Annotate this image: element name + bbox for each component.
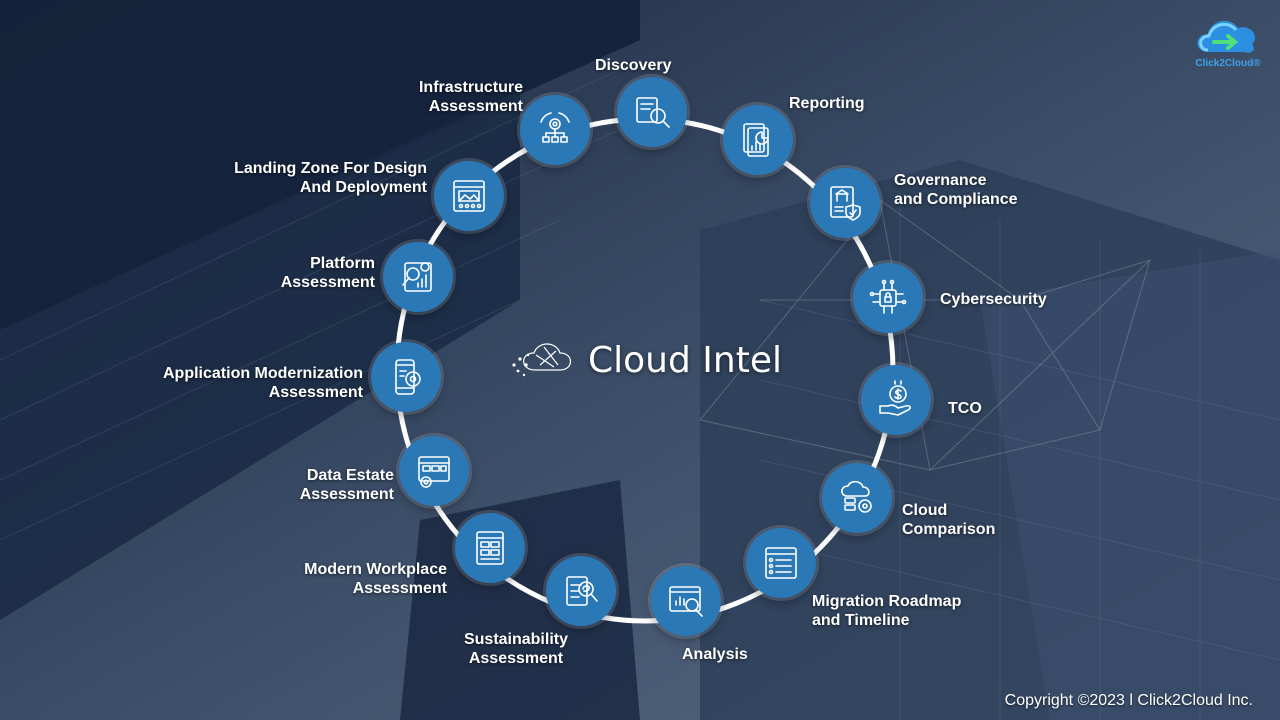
label-line: Landing Zone For Design [234,160,427,177]
copyright-text: Copyright ©2023 l Click2Cloud Inc. [1004,692,1253,709]
label-line: Cybersecurity [940,291,1047,308]
cloud-intel-title: Cloud Intel [510,335,782,385]
label-line: Cloud [902,502,948,519]
cloud-intel-logo-icon [512,343,572,377]
node-data-estate [399,436,469,506]
node-platform [383,242,453,312]
platform-icon [402,262,432,292]
governance-icon [830,186,861,221]
infrastructure-icon [540,112,570,143]
discovery-icon [636,97,670,128]
label-line: Governance [894,172,987,189]
node-migration-roadmap [746,528,816,598]
label-cybersecurity: Cybersecurity [940,290,1047,309]
node-tco [861,365,931,435]
node-modern-workplace [455,513,525,583]
node-discovery [617,77,687,147]
tco-icon [879,380,911,416]
landing-zone-icon [453,180,485,212]
label-line: Data Estate [306,467,394,484]
label-line: Comparison [902,521,996,538]
label-line: Assessment [352,580,447,597]
click2cloud-logo-icon [1197,20,1256,53]
label-line: Assessment [299,486,394,503]
cloud-comparison-icon [841,480,872,513]
node-sustainability [546,556,616,626]
label-line: Analysis [682,646,748,663]
node-cybersecurity [853,263,923,333]
label-line: Assessment [268,384,363,401]
label-line: and Timeline [812,612,910,629]
label-line: And Deployment [299,179,427,196]
node-cloud-comparison [822,463,892,533]
label-migration-roadmap: Migration Roadmap and Timeline [812,592,961,630]
brand-name: Click2Cloud® [1195,58,1261,69]
label-line: Modern Workplace [304,561,447,578]
analysis-icon [669,586,703,617]
sustainability-icon [566,576,598,606]
label-line: Infrastructure [418,79,523,96]
node-app-modernization [371,342,441,412]
migration-roadmap-icon [765,547,797,579]
node-landing-zone [434,161,504,231]
node-analysis [651,566,721,636]
label-line: and Compliance [894,191,1018,208]
label-line: Sustainability [463,631,568,648]
node-reporting [723,105,793,175]
label-line: Discovery [595,57,672,74]
label-line: Platform [310,255,375,272]
label-discovery: Discovery [595,56,672,75]
node-infrastructure [520,95,590,165]
label-line: Assessment [280,274,375,291]
app-modernization-icon [395,359,421,395]
cybersecurity-icon [869,279,907,314]
label-line: Application Modernization [163,365,363,382]
label-line: TCO [948,400,982,417]
reporting-icon [743,123,769,157]
label-line: Migration Roadmap [812,593,962,610]
brand-logo: Click2Cloud® [1188,10,1268,74]
label-governance: Governance and Compliance [894,171,1018,209]
label-analysis: Analysis [682,645,748,664]
label-line: Assessment [468,650,564,667]
modern-workplace-icon [476,531,504,565]
label-line: Assessment [428,98,523,115]
label-line: Reporting [789,95,865,112]
label-tco: TCO [948,399,982,418]
data-estate-icon [418,456,450,488]
label-reporting: Reporting [789,94,865,113]
node-governance [810,168,880,238]
page-title: Cloud Intel [588,339,782,381]
